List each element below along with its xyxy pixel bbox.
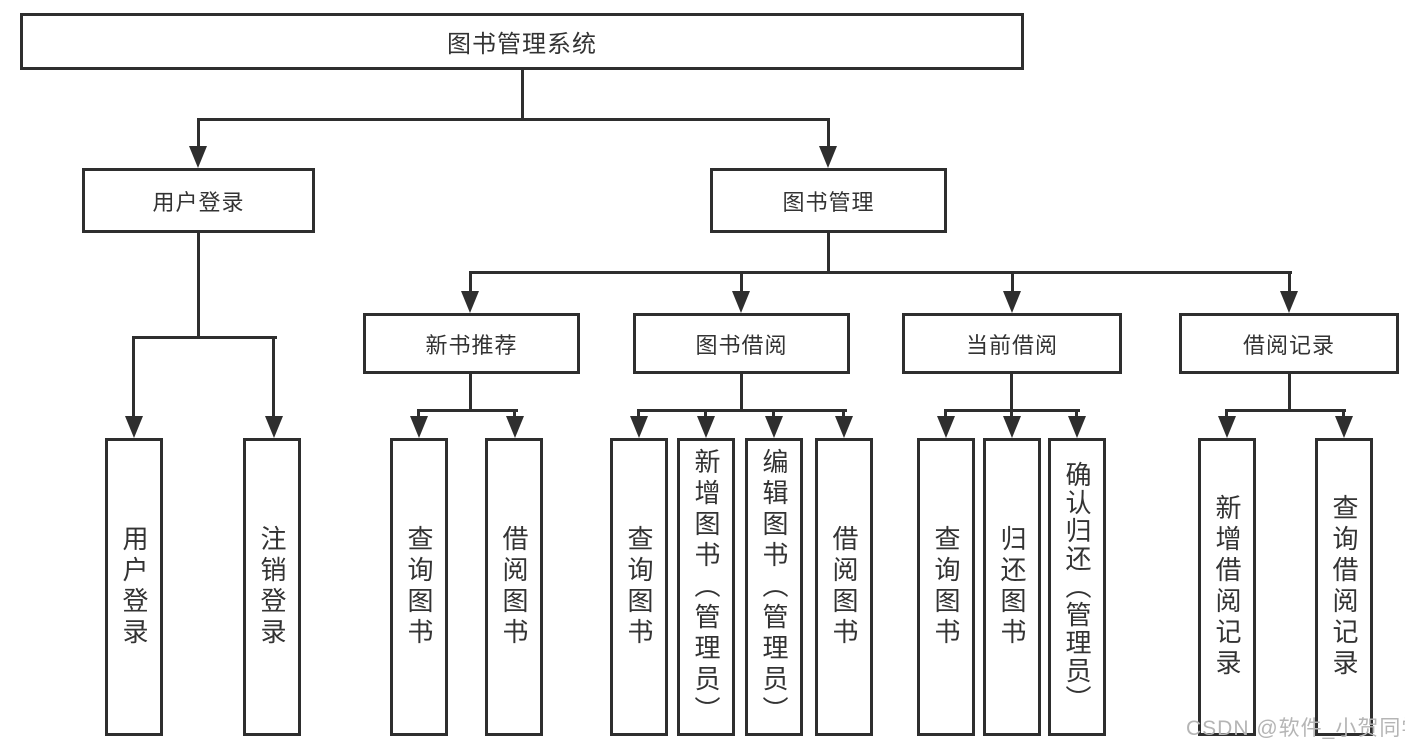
arrowhead-leaf: [410, 416, 428, 438]
node-label: 编辑图书（管理员）: [759, 447, 789, 727]
connector-records-stem: [1288, 374, 1291, 412]
connector-drop-book-borrow: [740, 271, 743, 295]
connector-records-hline: [1225, 409, 1346, 412]
connector-drop-leaf: [1225, 409, 1228, 419]
leaf-borrow-books-1: 借阅图书: [485, 438, 543, 736]
connector-drop-leaf: [1010, 409, 1013, 419]
node-borrowing-records: 借阅记录: [1179, 313, 1399, 374]
arrowhead-leaf: [1218, 416, 1236, 438]
leaf-borrow-books-2: 借阅图书: [815, 438, 873, 736]
node-label: 查询借阅记录: [1329, 494, 1359, 680]
connector-userlogin-hline: [133, 336, 277, 339]
node-label: 归还图书: [997, 525, 1027, 649]
arrowhead-leaf: [697, 416, 715, 438]
connector-drop-leaf: [772, 409, 775, 419]
arrowhead-new-books: [461, 291, 479, 313]
node-label: 注销登录: [257, 525, 287, 649]
node-label: 确认归还（管理员）: [1062, 461, 1092, 713]
node-current-borrowing: 当前借阅: [902, 313, 1122, 374]
node-label: 图书借阅: [695, 332, 788, 358]
arrowhead-login: [125, 416, 143, 438]
node-label: 借阅记录: [1242, 332, 1335, 358]
node-label: 新增借阅记录: [1212, 494, 1242, 680]
node-label: 查询图书: [404, 525, 434, 649]
node-label: 当前借阅: [965, 332, 1058, 358]
arrowhead-user-login: [189, 146, 207, 168]
arrowhead-leaf: [630, 416, 648, 438]
node-label: 图书管理系统: [447, 31, 597, 58]
node-user-login-group: 用户登录: [82, 168, 315, 233]
node-label: 新书推荐: [425, 332, 518, 358]
connector-drop-leaf: [1075, 409, 1078, 419]
connector-drop-logout: [272, 336, 275, 418]
connector-drop-user-login: [197, 118, 200, 150]
connector-newbooks-stem: [469, 374, 472, 412]
connector-bookmgmt-hline: [469, 271, 1292, 274]
leaf-query-books-2: 查询图书: [610, 438, 668, 736]
connector-drop-login: [132, 336, 135, 418]
node-label: 用户登录: [152, 189, 245, 215]
arrowhead-current-borrow: [1003, 291, 1021, 313]
arrowhead-leaf: [1335, 416, 1353, 438]
connector-currentborrow-stem: [1010, 374, 1013, 412]
node-book-management: 图书管理: [710, 168, 947, 233]
leaf-add-books-admin: 新增图书（管理员）: [677, 438, 735, 736]
node-label: 查询图书: [931, 525, 961, 649]
connector-drop-leaf: [637, 409, 640, 419]
connector-drop-leaf: [944, 409, 947, 419]
arrowhead-leaf: [835, 416, 853, 438]
connector-drop-leaf: [417, 409, 420, 419]
arrowhead-logout: [265, 416, 283, 438]
leaf-confirm-return-admin: 确认归还（管理员）: [1048, 438, 1106, 736]
arrowhead-book-management: [819, 146, 837, 168]
leaf-logout: 注销登录: [243, 438, 301, 736]
connector-newbooks-hline: [418, 409, 518, 412]
leaf-query-books-3: 查询图书: [917, 438, 975, 736]
leaf-user-login: 用户登录: [105, 438, 163, 736]
connector-drop-book-management: [827, 118, 830, 150]
node-label: 借阅图书: [499, 525, 529, 649]
arrowhead-borrow-records: [1280, 291, 1298, 313]
leaf-query-books-1: 查询图书: [390, 438, 448, 736]
connector-userlogin-stem: [197, 232, 200, 339]
node-label: 用户登录: [119, 525, 149, 649]
connector-root-hline: [197, 118, 830, 121]
arrowhead-leaf: [1068, 416, 1086, 438]
connector-drop-leaf: [842, 409, 845, 419]
connector-drop-leaf: [513, 409, 516, 419]
connector-drop-new-books: [469, 271, 472, 295]
node-book-borrowing: 图书借阅: [633, 313, 850, 374]
leaf-query-borrow-record: 查询借阅记录: [1315, 438, 1373, 736]
connector-drop-current-borrow: [1011, 271, 1014, 295]
connector-bookborrow-hline: [638, 409, 847, 412]
leaf-return-books: 归还图书: [983, 438, 1041, 736]
connector-drop-leaf: [1342, 409, 1345, 419]
node-new-book-recommend: 新书推荐: [363, 313, 580, 374]
connector-bookmgmt-stem: [827, 232, 830, 274]
node-label: 借阅图书: [829, 525, 859, 649]
arrowhead-leaf: [1003, 416, 1021, 438]
node-label: 图书管理: [782, 189, 875, 215]
connector-bookborrow-stem: [740, 374, 743, 412]
connector-root-stem: [521, 69, 524, 120]
arrowhead-book-borrow: [732, 291, 750, 313]
arrowhead-leaf: [765, 416, 783, 438]
connector-drop-leaf: [704, 409, 707, 419]
leaf-add-borrow-record: 新增借阅记录: [1198, 438, 1256, 736]
leaf-edit-books-admin: 编辑图书（管理员）: [745, 438, 803, 736]
arrowhead-leaf: [506, 416, 524, 438]
node-label: 新增图书（管理员）: [691, 447, 721, 727]
connector-drop-borrow-records: [1288, 271, 1291, 295]
watermark: CSDN @软件_小贺同学: [1186, 717, 1405, 740]
node-label: 查询图书: [624, 525, 654, 649]
node-library-management-system: 图书管理系统: [20, 13, 1024, 70]
arrowhead-leaf: [937, 416, 955, 438]
